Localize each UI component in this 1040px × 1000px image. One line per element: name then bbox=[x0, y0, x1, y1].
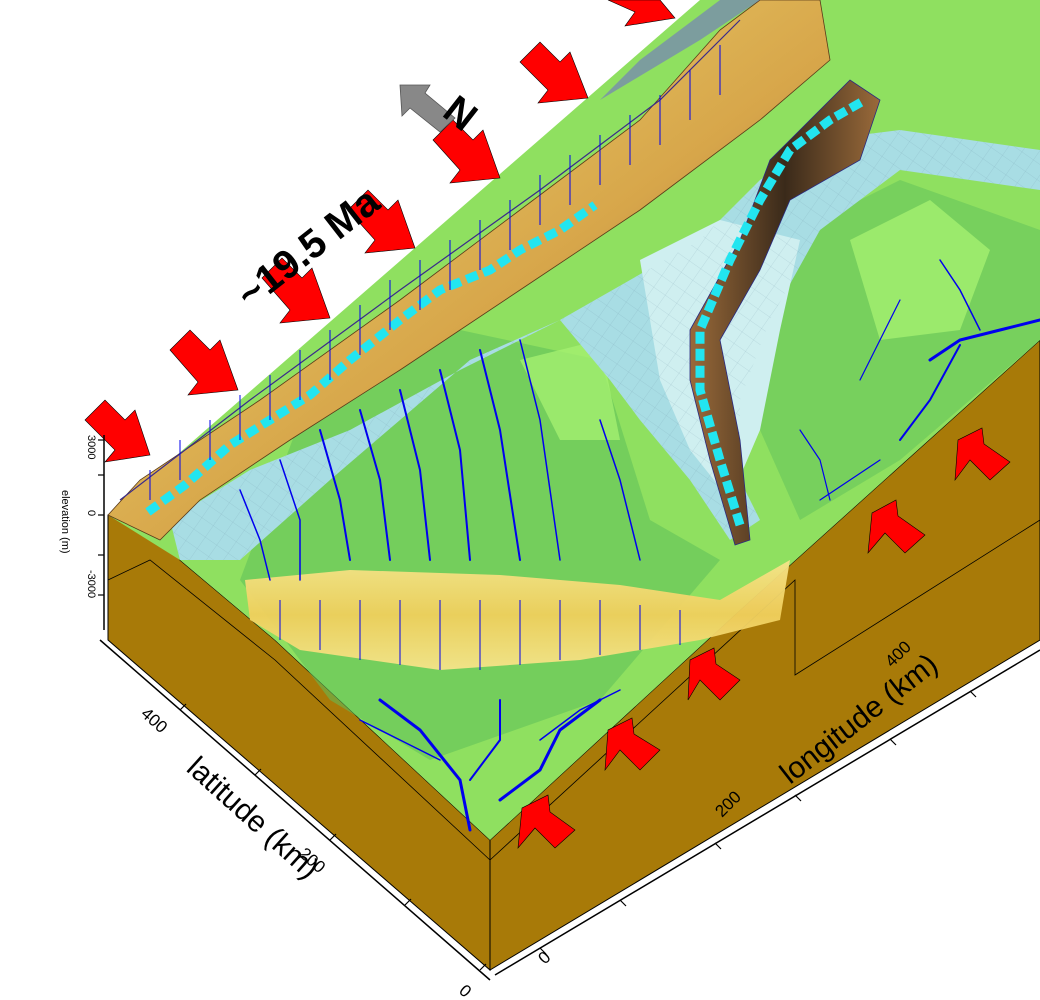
compression-arrow bbox=[867, 499, 926, 554]
central-trough bbox=[689, 79, 881, 546]
latitude-tick-label: 0 bbox=[455, 981, 475, 1000]
coastline-north bbox=[145, 201, 598, 516]
compression-arrow bbox=[84, 399, 151, 463]
elevation-tick-label: 0 bbox=[85, 510, 97, 516]
northern-ridge bbox=[107, 0, 831, 541]
compression-arrow bbox=[517, 794, 576, 849]
block-left-strata bbox=[107, 559, 491, 861]
compression-arrows-north bbox=[84, 0, 676, 463]
compression-arrow bbox=[432, 119, 501, 184]
basin-mesh bbox=[170, 130, 1040, 560]
northern-ridge-blue-band bbox=[600, 0, 760, 100]
coastline-trough bbox=[695, 96, 868, 527]
elevation-axis: 3000 0 -3000 elevation (m) bbox=[59, 435, 105, 630]
ridge-drainage bbox=[149, 45, 721, 670]
river-network bbox=[239, 259, 1040, 832]
compression-arrow bbox=[954, 427, 1011, 482]
surface-east-light bbox=[850, 200, 990, 340]
compression-arrow bbox=[687, 647, 741, 701]
compression-arrow bbox=[519, 41, 589, 104]
surface-center-light bbox=[520, 340, 620, 440]
northern-ridge-top bbox=[119, 19, 741, 501]
elevation-tick-label: 3000 bbox=[85, 435, 97, 459]
elevation-tick-label: -3000 bbox=[85, 570, 97, 598]
compression-arrows-south bbox=[517, 427, 1011, 849]
compression-arrow bbox=[347, 189, 416, 254]
latitude-tick-label: 400 bbox=[137, 704, 171, 737]
compression-arrow bbox=[261, 257, 331, 324]
elevation-axis-title: elevation (m) bbox=[59, 490, 71, 554]
compression-arrow bbox=[169, 329, 239, 396]
compression-arrow bbox=[607, 0, 676, 27]
block-right-strata bbox=[489, 519, 1040, 861]
southern-ridge bbox=[245, 560, 790, 670]
compression-arrow bbox=[604, 717, 661, 772]
longitude-tick-label: 0 bbox=[534, 948, 554, 968]
north-arrow-shape bbox=[399, 84, 456, 133]
